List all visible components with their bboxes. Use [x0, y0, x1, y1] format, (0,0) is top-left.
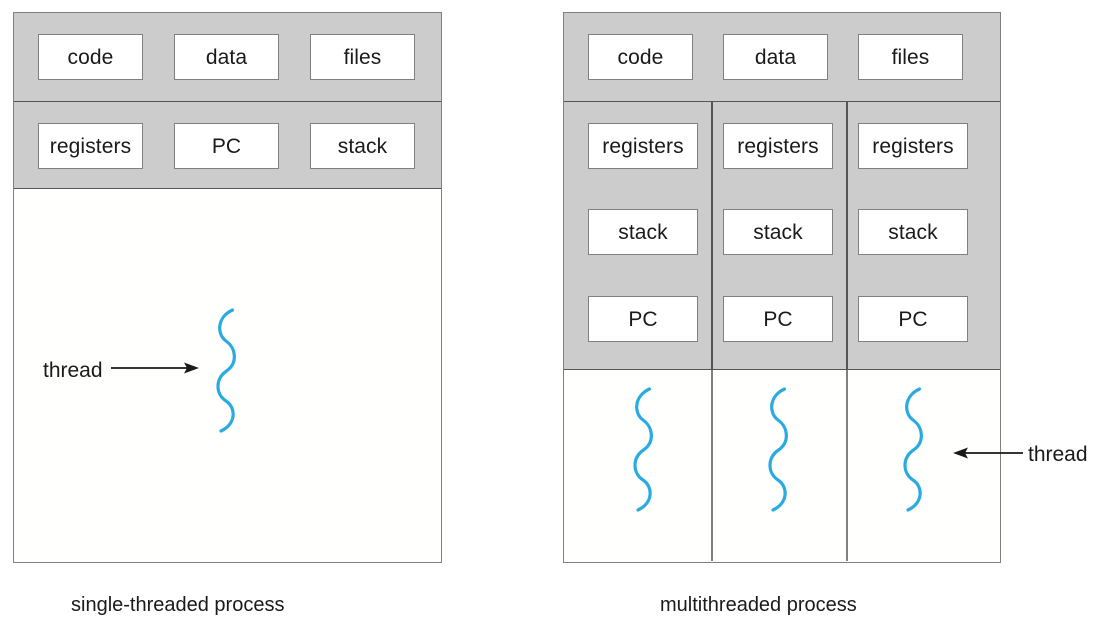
- caption-single-threaded: single-threaded process: [71, 594, 285, 616]
- thread-squiggle-2: [768, 387, 788, 512]
- box-registers-left: registers: [38, 123, 143, 169]
- box-files-left: files: [310, 34, 415, 80]
- box-registers-thread-2: registers: [723, 123, 833, 169]
- box-data-right: data: [723, 34, 828, 80]
- box-stack-thread-3: stack: [858, 209, 968, 255]
- caption-multithreaded: multithreaded process: [660, 594, 857, 616]
- thread-label-left: thread: [43, 359, 103, 382]
- thread-label-right: thread: [1028, 443, 1088, 466]
- column-separator-2-upper: [846, 102, 848, 370]
- column-separator-2-lower: [846, 370, 848, 561]
- box-stack-left: stack: [310, 123, 415, 169]
- column-separator-1-lower: [711, 370, 713, 561]
- box-data-left: data: [174, 34, 279, 80]
- thread-squiggle-3: [903, 387, 923, 512]
- column-separator-1-upper: [711, 102, 713, 370]
- box-stack-thread-2: stack: [723, 209, 833, 255]
- box-code-left: code: [38, 34, 143, 80]
- box-stack-thread-1: stack: [588, 209, 698, 255]
- box-files-right: files: [858, 34, 963, 80]
- box-pc-thread-2: PC: [723, 296, 833, 342]
- multithreaded-process-panel: code data files registers stack PC regis…: [563, 12, 1001, 563]
- box-pc-left: PC: [174, 123, 279, 169]
- thread-squiggle-left: [216, 308, 236, 433]
- thread-arrow-left: [111, 362, 199, 374]
- box-registers-thread-3: registers: [858, 123, 968, 169]
- thread-squiggle-1: [633, 387, 653, 512]
- box-code-right: code: [588, 34, 693, 80]
- box-pc-thread-1: PC: [588, 296, 698, 342]
- box-pc-thread-3: PC: [858, 296, 968, 342]
- box-registers-thread-1: registers: [588, 123, 698, 169]
- single-threaded-process-panel: code data files registers PC stack threa…: [13, 12, 442, 563]
